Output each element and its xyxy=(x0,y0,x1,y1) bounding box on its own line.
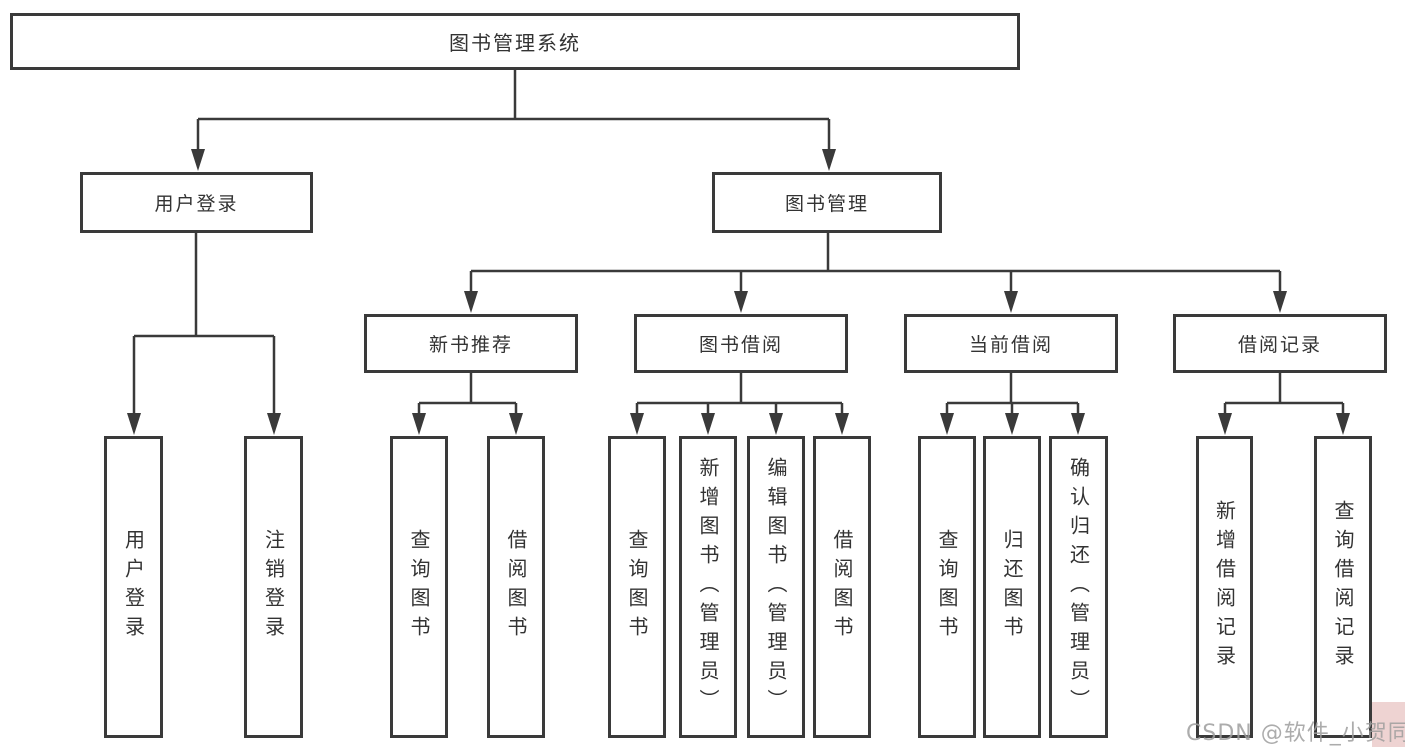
leaf-label: 借阅图书 xyxy=(830,529,854,645)
leaf-user-login: 用户登录 xyxy=(104,436,163,738)
leaf-query-books-current: 查询图书 xyxy=(918,436,976,738)
leaf-label: 查询图书 xyxy=(935,529,959,645)
leaf-label: 注销登录 xyxy=(261,529,286,645)
leaf-label: 确认归还（管理员） xyxy=(1066,456,1091,718)
arrowheads xyxy=(127,149,1350,435)
leaf-label: 归还图书 xyxy=(1000,529,1024,645)
node-current-borrowing: 当前借阅 xyxy=(904,314,1118,373)
leaf-logout: 注销登录 xyxy=(244,436,303,738)
node-library-system: 图书管理系统 xyxy=(10,13,1020,70)
leaf-borrow-books-recommendation: 借阅图书 xyxy=(487,436,545,738)
leaf-confirm-return-admin: 确认归还（管理员） xyxy=(1049,436,1108,738)
leaf-label: 查询借阅记录 xyxy=(1331,500,1355,674)
leaf-label: 新增图书（管理员） xyxy=(696,456,720,718)
leaf-edit-books-admin: 编辑图书（管理员） xyxy=(747,436,805,738)
leaf-label: 借阅图书 xyxy=(504,529,528,645)
node-book-management: 图书管理 xyxy=(712,172,942,233)
leaf-query-books-borrowing: 查询图书 xyxy=(608,436,666,738)
leaf-label: 编辑图书（管理员） xyxy=(764,456,788,718)
leaf-query-borrow-record: 查询借阅记录 xyxy=(1314,436,1372,738)
node-borrowing-records: 借阅记录 xyxy=(1173,314,1387,373)
leaf-label: 查询图书 xyxy=(625,529,649,645)
watermark-corner-patch xyxy=(1372,702,1405,747)
leaf-add-borrow-record: 新增借阅记录 xyxy=(1196,436,1253,738)
node-new-book-recommendation: 新书推荐 xyxy=(364,314,578,373)
leaf-label: 用户登录 xyxy=(121,529,146,645)
node-user-login: 用户登录 xyxy=(80,172,313,233)
leaf-label: 新增借阅记录 xyxy=(1212,500,1237,674)
leaf-add-books-admin: 新增图书（管理员） xyxy=(679,436,737,738)
leaf-label: 查询图书 xyxy=(407,529,431,645)
leaf-return-books: 归还图书 xyxy=(983,436,1041,738)
leaf-query-books-recommendation: 查询图书 xyxy=(390,436,448,738)
leaf-borrow-books: 借阅图书 xyxy=(813,436,871,738)
node-book-borrowing: 图书借阅 xyxy=(634,314,848,373)
watermark-text: CSDN @软件_小贺同学 xyxy=(1186,721,1405,746)
